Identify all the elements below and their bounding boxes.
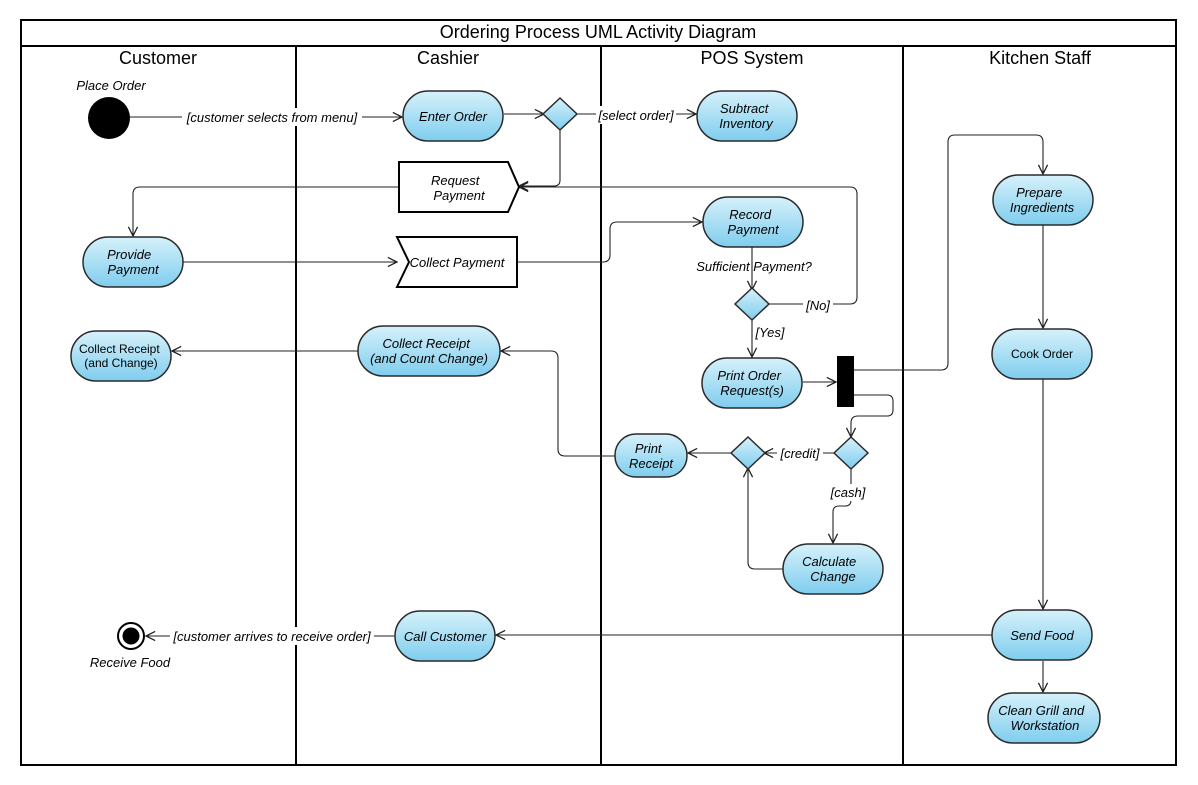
action-print-order-requests (701, 357, 803, 409)
calculate-change-label: Calculate Change (802, 554, 860, 584)
provide-payment-label: Provide Payment (107, 247, 160, 277)
decision-payment-type (832, 435, 870, 471)
lane-customer: Customer (119, 48, 197, 68)
flow-fork-prepare (854, 134, 1043, 371)
action-provide-payment (82, 236, 184, 288)
flow-calculate-merge (748, 468, 783, 570)
flow-no-back-request (519, 187, 858, 305)
flow-collect-record (518, 222, 702, 263)
diagram-title: Ordering Process UML Activity Diagram (440, 22, 756, 42)
action-subtract-inventory (696, 90, 798, 142)
cook-order-label: Cook Order (1011, 347, 1073, 361)
collect-payment-label: Collect Payment (410, 255, 506, 270)
lane-cashier: Cashier (417, 48, 479, 68)
label-bg (803, 296, 833, 314)
print-order-requests-label: Print Order Request(s) (717, 368, 784, 398)
lane-pos-system: POS System (700, 48, 803, 68)
action-send-food (991, 609, 1093, 661)
end-label: Receive Food (90, 655, 171, 670)
initial-node (88, 97, 130, 139)
send-food-label: Send Food (1010, 628, 1074, 643)
label-bg (777, 444, 823, 462)
accept-signal-collect-payment (395, 236, 518, 288)
subtract-inventory-label: Subtract Inventory (719, 101, 774, 131)
enter-order-label: Enter Order (419, 109, 488, 124)
guard-customer-arrives: [customer arrives to receive order] (172, 629, 371, 644)
print-receipt-label: Print Receipt (629, 441, 674, 471)
decision-sufficient-payment (733, 286, 771, 322)
control-flows (130, 114, 1043, 692)
guard-yes: [Yes] (755, 325, 785, 340)
label-bg (828, 484, 868, 501)
action-calculate-change (782, 543, 884, 595)
action-cook-order (991, 328, 1093, 380)
guard-no: [No] (805, 298, 830, 313)
final-node-core (122, 627, 140, 645)
lane-kitchen-staff: Kitchen Staff (989, 48, 1092, 68)
send-signal-request-payment (398, 161, 521, 213)
fork-bar (837, 356, 854, 407)
flow-fork-payment-decision (851, 394, 894, 437)
action-clean-grill (987, 692, 1101, 744)
decision-order (541, 96, 579, 132)
collect-receipt-customer-label: Collect Receipt (and Change) (79, 342, 163, 370)
action-collect-receipt-customer (70, 330, 172, 382)
request-payment-label: Request Payment (431, 173, 486, 203)
label-bg (596, 106, 676, 124)
label-bg (170, 627, 374, 645)
guard-cash: [cash] (830, 485, 866, 500)
call-customer-label: Call Customer (404, 629, 487, 644)
prepare-ingredients-label: Prepare Ingredients (1010, 185, 1075, 215)
action-record-payment (702, 196, 804, 248)
action-print-receipt (614, 433, 688, 478)
merge-payment (729, 435, 767, 471)
decision-question: Sufficient Payment? (696, 259, 812, 274)
flow-request-provide (133, 186, 399, 236)
action-collect-receipt-cashier (357, 325, 501, 377)
flow-cash (833, 469, 852, 543)
action-prepare-ingredients (992, 174, 1094, 226)
flow-decision-request-payment (519, 130, 561, 186)
guard-customer-selects: [customer selects from menu] (186, 110, 358, 125)
action-call-customer (394, 610, 496, 662)
collect-receipt-cashier-label: Collect Receipt (and Count Change) (370, 336, 488, 366)
start-label: Place Order (76, 78, 146, 93)
diagram-frame (20, 19, 1177, 766)
guard-select-order: [select order] (597, 108, 674, 123)
label-bg (182, 108, 362, 126)
action-enter-order (402, 90, 504, 142)
record-payment-label: Record Payment (727, 207, 780, 237)
clean-grill-label: Clean Grill and Workstation (998, 703, 1088, 733)
flow-print-receipt-collect (501, 351, 615, 457)
guard-credit: [credit] (779, 446, 819, 461)
